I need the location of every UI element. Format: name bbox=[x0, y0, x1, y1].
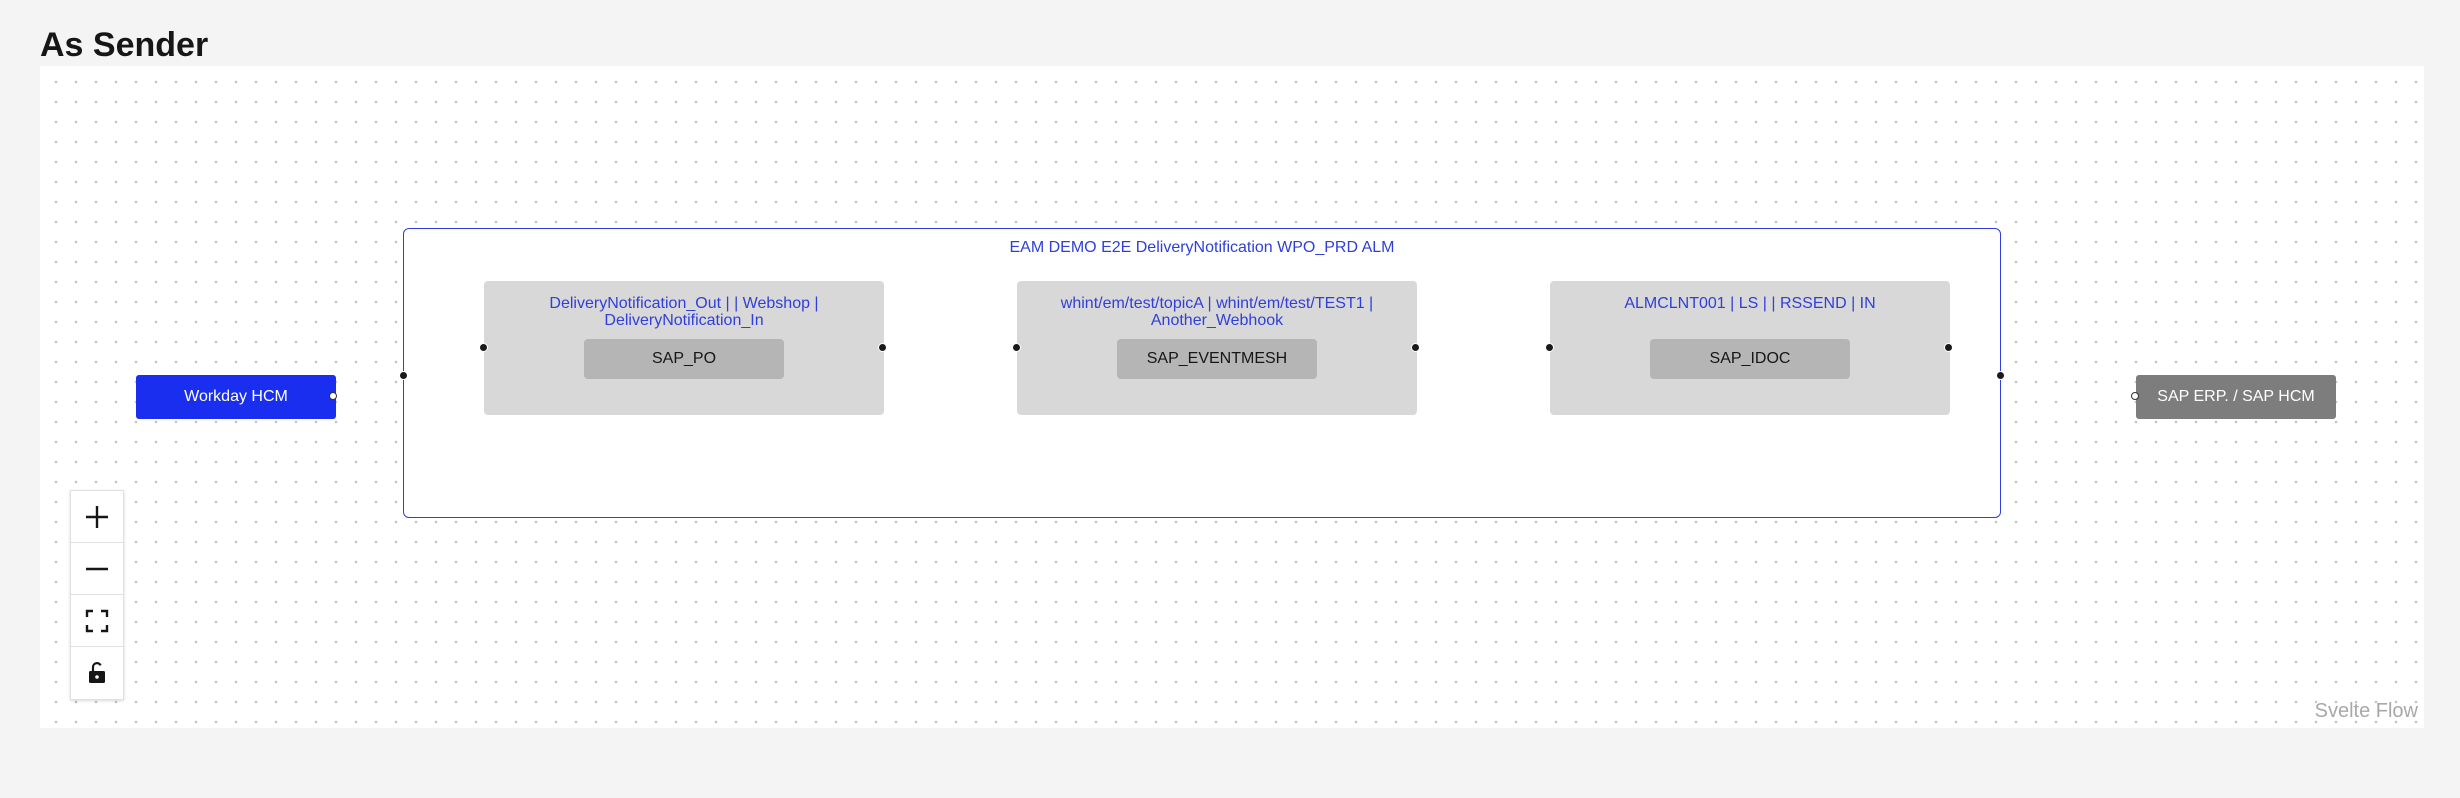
group-target-handle[interactable] bbox=[399, 371, 408, 380]
step-label: DeliveryNotification_Out | | Webshop | D… bbox=[504, 295, 864, 329]
adapter-chip: SAP_IDOC bbox=[1650, 339, 1850, 379]
page-title: As Sender bbox=[40, 26, 209, 64]
step-source-handle[interactable] bbox=[878, 343, 887, 352]
step-target-handle[interactable] bbox=[1012, 343, 1021, 352]
adapter-chip: SAP_PO bbox=[584, 339, 784, 379]
step-label-line2: Another_Webhook bbox=[1150, 312, 1284, 329]
step-label-line1: DeliveryNotification_Out | | Webshop | bbox=[549, 295, 819, 312]
step-label-line1: ALMCLNT001 | LS | | RSSEND | IN bbox=[1624, 295, 1876, 312]
flow-controls bbox=[70, 490, 124, 700]
flow-canvas[interactable]: Workday HCM EAM DEMO E2E DeliveryNotific… bbox=[40, 66, 2424, 728]
sender-node[interactable]: Workday HCM bbox=[136, 375, 336, 419]
receiver-node-label: SAP ERP. / SAP HCM bbox=[2157, 388, 2315, 405]
adapter-chip: SAP_EVENTMESH bbox=[1117, 339, 1317, 379]
step-target-handle[interactable] bbox=[479, 343, 488, 352]
group-source-handle[interactable] bbox=[1996, 371, 2005, 380]
sender-node-label: Workday HCM bbox=[184, 388, 288, 405]
zoom-in-button[interactable] bbox=[71, 491, 123, 543]
step-label-line2: DeliveryNotification_In bbox=[604, 312, 764, 329]
fit-view-icon bbox=[85, 609, 109, 632]
step-label: whint/em/test/topicA | whint/em/test/TES… bbox=[1037, 295, 1397, 329]
toggle-lock-button[interactable] bbox=[71, 647, 123, 699]
sender-source-handle[interactable] bbox=[329, 392, 337, 400]
step-source-handle[interactable] bbox=[1411, 343, 1420, 352]
minus-icon bbox=[86, 567, 108, 570]
unlock-icon bbox=[89, 662, 105, 683]
receiver-node[interactable]: SAP ERP. / SAP HCM bbox=[2136, 375, 2336, 419]
step-source-handle[interactable] bbox=[1944, 343, 1953, 352]
step-label: ALMCLNT001 | LS | | RSSEND | IN bbox=[1570, 295, 1930, 312]
plus-icon bbox=[86, 505, 108, 528]
attribution-link[interactable]: Svelte Flow bbox=[2314, 700, 2418, 722]
step-node-eventmesh[interactable]: whint/em/test/topicA | whint/em/test/TES… bbox=[1012, 281, 1420, 415]
group-label: EAM DEMO E2E DeliveryNotification WPO_PR… bbox=[1009, 239, 1395, 256]
step-target-handle[interactable] bbox=[1545, 343, 1554, 352]
fit-view-button[interactable] bbox=[71, 595, 123, 647]
integration-group[interactable]: EAM DEMO E2E DeliveryNotification WPO_PR… bbox=[399, 228, 2005, 518]
receiver-target-handle[interactable] bbox=[2131, 392, 2139, 400]
step-node-po[interactable]: DeliveryNotification_Out | | Webshop | D… bbox=[479, 281, 887, 415]
step-label-line1: whint/em/test/topicA | whint/em/test/TES… bbox=[1060, 295, 1374, 312]
step-node-idoc[interactable]: ALMCLNT001 | LS | | RSSEND | IN SAP_IDOC bbox=[1545, 281, 1953, 415]
zoom-out-button[interactable] bbox=[71, 543, 123, 595]
